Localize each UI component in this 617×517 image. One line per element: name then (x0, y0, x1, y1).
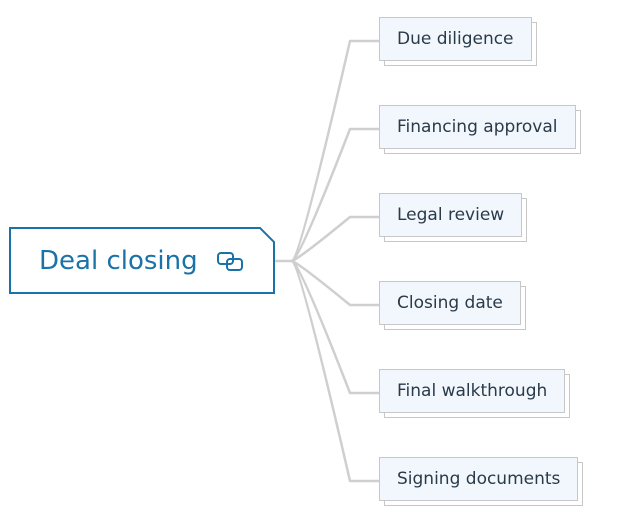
linked-topic-icon[interactable] (216, 249, 246, 273)
connector-legal-review (290, 215, 381, 263)
subtopic-closing-date[interactable]: Closing date (379, 281, 521, 325)
subtopic-final-walkthrough[interactable]: Final walkthrough (379, 369, 566, 413)
subtopic-legal-review[interactable]: Legal review (379, 193, 523, 237)
connector-financing-approval (290, 127, 381, 263)
central-topic-deal-closing[interactable] (9, 227, 275, 294)
central-topic-label: Deal closing (39, 246, 198, 276)
subtopic-signing-documents[interactable]: Signing documents (379, 457, 579, 501)
subtopic-due-diligence[interactable]: Due diligence (379, 17, 532, 61)
connector-final-walkthrough (290, 259, 381, 395)
subtopic-financing-approval[interactable]: Financing approval (379, 105, 576, 149)
note-fold-corner (259, 227, 275, 243)
connector-signing-documents (290, 259, 381, 483)
